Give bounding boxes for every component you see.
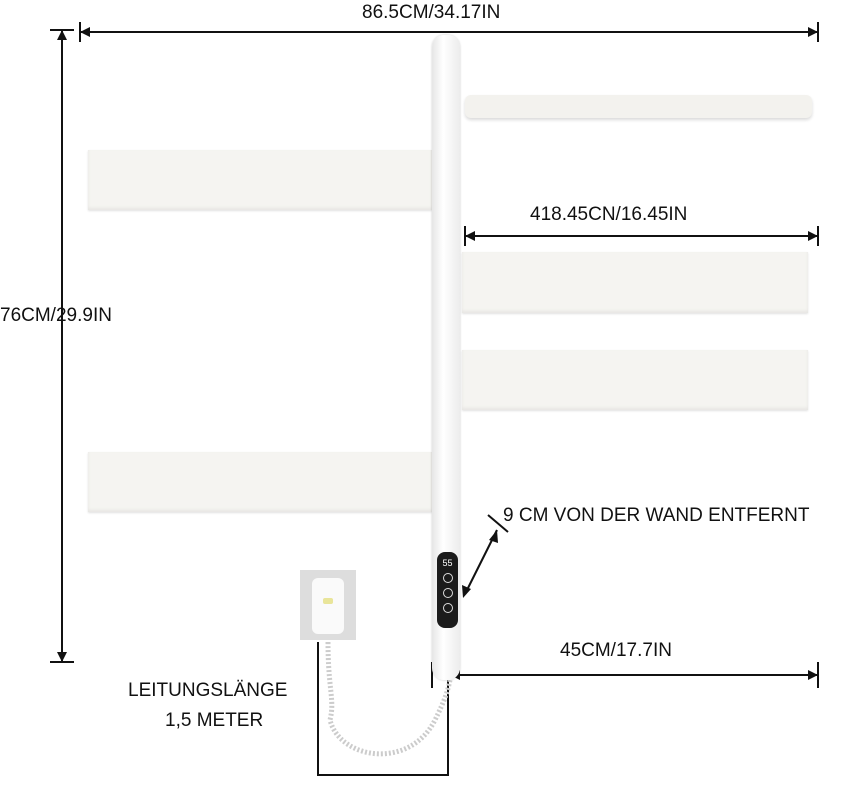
plug-adapter: [312, 578, 344, 634]
temperature-display: 55: [442, 558, 453, 568]
top-shelf: [465, 95, 812, 118]
wall-distance-label: 9 CM VON DER WAND ENTFERNT: [503, 505, 810, 526]
power-icon: [442, 603, 453, 613]
cable-length-label-line1: LEITUNGSLÄNGE: [128, 680, 288, 701]
timer-icon: [442, 588, 453, 598]
coiled-cable: [325, 641, 453, 757]
control-panel: 55: [437, 552, 458, 628]
heat-icon: [442, 573, 453, 583]
depth-label: 45CM/17.7IN: [560, 640, 672, 661]
towel-bar-left-lower: [88, 452, 432, 512]
towel-bar-right-upper: [462, 252, 808, 313]
cable-length-label-line2: 1,5 METER: [165, 710, 264, 731]
towel-bar-left-upper: [88, 150, 432, 210]
wall-plug: [300, 570, 356, 640]
height-label: 76CM/29.9IN: [0, 305, 112, 326]
towel-bar-right-lower: [462, 350, 808, 410]
cable-length-line: [317, 642, 449, 776]
bar-length-label: 418.45CN/16.45IN: [530, 204, 688, 225]
plug-indicator: [323, 598, 333, 604]
total-width-label: 86.5CM/34.17IN: [362, 2, 501, 23]
